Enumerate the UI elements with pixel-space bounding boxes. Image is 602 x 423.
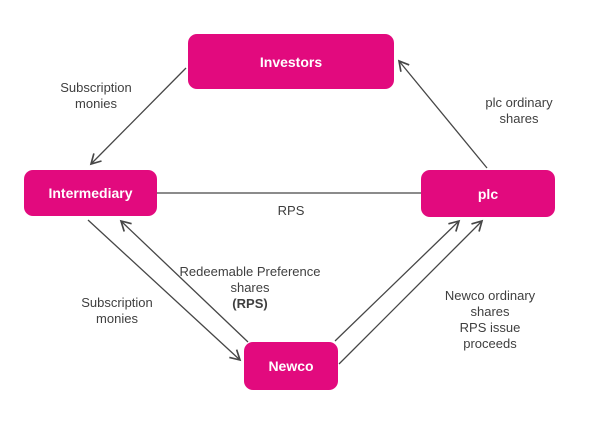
- label-subscription-monies-top: Subscription monies: [60, 80, 132, 111]
- label-rps: RPS: [277, 203, 305, 218]
- node-intermediary: Intermediary: [24, 170, 157, 216]
- edge-newco-to-plc-proceeds: [338, 219, 484, 365]
- node-newco-label: Newco: [268, 358, 314, 374]
- node-investors: Investors: [188, 34, 394, 89]
- label-redeemable-rps-bold: (RPS): [232, 296, 268, 311]
- label-redeemable-main: Redeemable Preference shares: [179, 264, 321, 295]
- edge-investors-to-intermediary: [89, 67, 187, 166]
- node-plc-label: plc: [477, 185, 499, 202]
- label-redeemable-preference-shares: Redeemable Preference shares (RPS): [180, 248, 321, 328]
- edge-newco-to-intermediary: [119, 219, 249, 343]
- label-newco-ordinary-shares-rps-proceeds: Newco ordinary shares RPS issue proceeds: [444, 288, 536, 351]
- node-newco: Newco: [244, 342, 338, 390]
- edge-plc-to-investors: [397, 59, 488, 169]
- label-plc-ordinary-shares: plc ordinary shares: [485, 95, 553, 126]
- node-intermediary-label: Intermediary: [48, 185, 133, 201]
- edge-newco-to-plc-shares: [334, 219, 461, 342]
- node-investors-label: Investors: [259, 53, 323, 70]
- node-plc: plc: [421, 170, 555, 217]
- label-subscription-monies-bottom: Subscription monies: [81, 295, 153, 326]
- edge-intermediary-to-newco: [87, 219, 242, 362]
